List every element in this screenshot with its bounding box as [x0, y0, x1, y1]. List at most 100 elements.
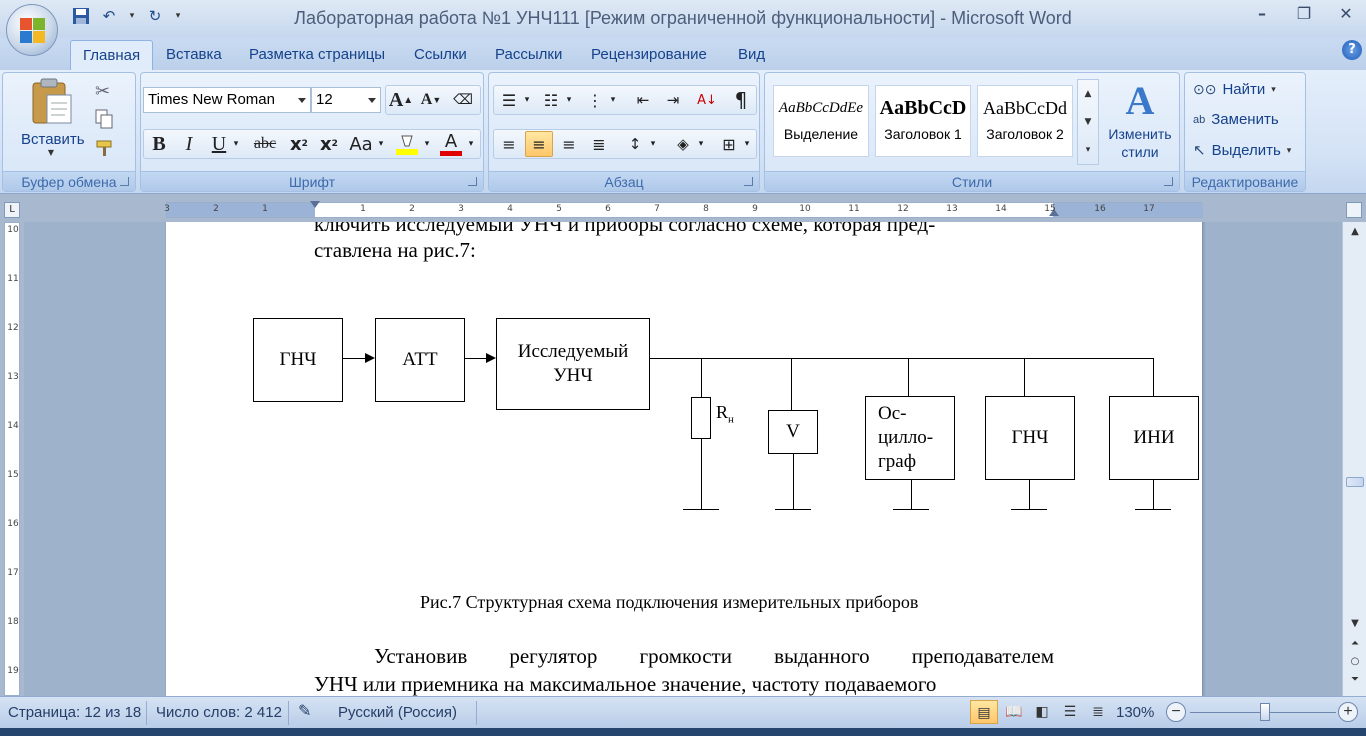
- multilevel-dropdown-icon[interactable]: ▾: [610, 95, 616, 105]
- tab-review[interactable]: Рецензирование: [591, 46, 707, 63]
- customize-qat-icon[interactable]: ▾: [175, 11, 181, 21]
- style-emphasis[interactable]: AaBbCcDdEe Выделение: [773, 85, 869, 157]
- line-spacing-icon[interactable]: ↕: [628, 135, 642, 153]
- chevron-down-icon[interactable]: ▼: [1084, 117, 1092, 127]
- font-dialog-launcher[interactable]: [468, 177, 477, 186]
- highlight-icon[interactable]: [393, 131, 421, 157]
- strikethrough-icon[interactable]: abc: [253, 135, 277, 152]
- first-line-indent-marker[interactable]: [310, 201, 320, 208]
- bullets-dropdown-icon[interactable]: ▾: [524, 95, 530, 105]
- styles-scroll[interactable]: ▲ ▼ ▾: [1077, 79, 1099, 165]
- justify-icon[interactable]: ≣: [592, 134, 606, 154]
- bold-icon[interactable]: B: [152, 132, 166, 155]
- zoom-level[interactable]: 130%: [1116, 704, 1155, 721]
- numbering-icon[interactable]: ☷: [543, 90, 559, 110]
- underline-dropdown-icon[interactable]: ▾: [233, 139, 239, 149]
- format-painter-icon[interactable]: [95, 139, 115, 157]
- scroll-down-icon[interactable]: ▼: [1351, 618, 1359, 629]
- draft-icon[interactable]: ≣: [1092, 703, 1104, 719]
- scroll-thumb[interactable]: [1346, 477, 1364, 487]
- line-spacing-dropdown-icon[interactable]: ▾: [650, 139, 656, 149]
- zoom-slider-thumb[interactable]: [1260, 703, 1270, 721]
- paragraph-dialog-launcher[interactable]: [744, 177, 753, 186]
- change-case-dropdown-icon[interactable]: ▾: [378, 139, 384, 149]
- decrease-indent-icon[interactable]: ⇤: [636, 91, 650, 109]
- tab-references[interactable]: Ссылки: [414, 46, 467, 63]
- cut-icon[interactable]: ✂: [95, 81, 111, 102]
- help-icon[interactable]: ?: [1342, 40, 1362, 60]
- close-button[interactable]: ✕: [1339, 3, 1353, 23]
- tab-home[interactable]: Главная: [70, 40, 154, 72]
- underline-icon[interactable]: U: [211, 132, 227, 155]
- borders-dropdown-icon[interactable]: ▾: [744, 139, 750, 149]
- previous-page-icon[interactable]: ⏶: [1351, 638, 1359, 649]
- restore-button[interactable]: ❐: [1296, 3, 1312, 23]
- word-count[interactable]: Число слов: 2 412: [156, 704, 282, 721]
- select-browse-object-icon[interactable]: ○: [1350, 656, 1360, 667]
- language[interactable]: Русский (Россия): [338, 704, 458, 721]
- copy-icon[interactable]: [95, 109, 113, 129]
- right-indent-marker[interactable]: [1049, 209, 1059, 216]
- horizontal-ruler[interactable]: 3 2 1 1 2 3 4 5 6 7 8 9 10 11 12 13 14 1…: [164, 201, 1203, 218]
- style-heading-1[interactable]: AaBbCcD Заголовок 1: [875, 85, 971, 157]
- styles-dialog-launcher[interactable]: [1164, 177, 1173, 186]
- scroll-up-icon[interactable]: ▲: [1351, 226, 1359, 237]
- bullets-icon[interactable]: ☰: [501, 90, 517, 110]
- undo-dropdown-icon[interactable]: ▾: [129, 11, 135, 21]
- multilevel-list-icon[interactable]: ⋮: [587, 90, 603, 110]
- full-screen-reading-icon[interactable]: 📖: [1005, 703, 1023, 719]
- zoom-in-icon[interactable]: +: [1338, 702, 1358, 722]
- more-styles-icon[interactable]: ▾: [1085, 145, 1091, 155]
- tab-view[interactable]: Вид: [738, 46, 766, 63]
- chevron-up-icon[interactable]: ▲: [1084, 89, 1092, 99]
- next-page-icon[interactable]: ⏷: [1351, 674, 1359, 685]
- find-button[interactable]: ⊙⊙ Найти ▾: [1193, 81, 1276, 98]
- redo-icon[interactable]: ↻: [148, 7, 162, 25]
- align-left-icon[interactable]: ≡: [502, 134, 516, 154]
- replace-button[interactable]: ab Заменить: [1193, 111, 1279, 128]
- style-heading-2[interactable]: AaBbCcDd Заголовок 2: [977, 85, 1073, 157]
- show-formatting-icon[interactable]: ¶: [734, 88, 748, 112]
- numbering-dropdown-icon[interactable]: ▾: [566, 95, 572, 105]
- select-button[interactable]: ↖ Выделить ▾: [1193, 141, 1291, 160]
- italic-icon[interactable]: I: [185, 132, 193, 155]
- vertical-ruler[interactable]: 10 11 12 13 14 15 16 17 18 19: [4, 222, 20, 696]
- font-size-combo[interactable]: 12: [311, 87, 381, 113]
- align-right-icon[interactable]: ≡: [562, 134, 576, 154]
- shading-dropdown-icon[interactable]: ▾: [698, 139, 704, 149]
- change-styles-button[interactable]: A Изменить стили: [1105, 77, 1175, 169]
- view-ruler-icon[interactable]: [1346, 202, 1362, 218]
- highlight-dropdown-icon[interactable]: ▾: [424, 139, 430, 149]
- font-color-dropdown-icon[interactable]: ▾: [468, 139, 474, 149]
- shrink-font-icon[interactable]: A▼: [420, 91, 442, 108]
- paste-button[interactable]: Вставить ▼: [21, 77, 85, 165]
- grow-font-icon[interactable]: A▲: [388, 88, 414, 111]
- print-layout-icon[interactable]: ▤: [970, 700, 998, 724]
- save-icon[interactable]: [70, 5, 92, 27]
- proofing-icon[interactable]: ✎: [298, 703, 312, 720]
- office-button[interactable]: [6, 4, 58, 56]
- vertical-scrollbar[interactable]: ▲ ▼ ⏶ ○ ⏷: [1342, 222, 1366, 696]
- tab-mailings[interactable]: Рассылки: [495, 46, 563, 63]
- minimize-button[interactable]: –: [1258, 3, 1266, 23]
- increase-indent-icon[interactable]: ⇥: [666, 91, 680, 109]
- change-case-icon[interactable]: Aa: [349, 133, 373, 155]
- font-name-combo[interactable]: Times New Roman: [143, 87, 311, 113]
- borders-icon[interactable]: ⊞: [722, 134, 736, 154]
- page-count[interactable]: Страница: 12 из 18: [8, 704, 142, 721]
- clipboard-dialog-launcher[interactable]: [120, 177, 129, 186]
- font-color-icon[interactable]: A: [437, 131, 465, 157]
- web-layout-icon[interactable]: ◧: [1035, 703, 1049, 719]
- clear-formatting-icon[interactable]: ⌫: [453, 92, 473, 108]
- document-page[interactable]: ключить исследуемый УНЧ и приборы соглас…: [166, 222, 1202, 696]
- undo-icon[interactable]: ↶: [102, 7, 116, 25]
- tab-stop-selector[interactable]: L: [4, 202, 20, 218]
- outline-icon[interactable]: ☰: [1063, 703, 1077, 719]
- sort-icon[interactable]: A↓: [697, 92, 717, 108]
- align-center-icon[interactable]: ≡: [525, 131, 553, 157]
- tab-page-layout[interactable]: Разметка страницы: [249, 46, 386, 63]
- tab-insert[interactable]: Вставка: [166, 46, 222, 63]
- zoom-out-icon[interactable]: −: [1166, 702, 1186, 722]
